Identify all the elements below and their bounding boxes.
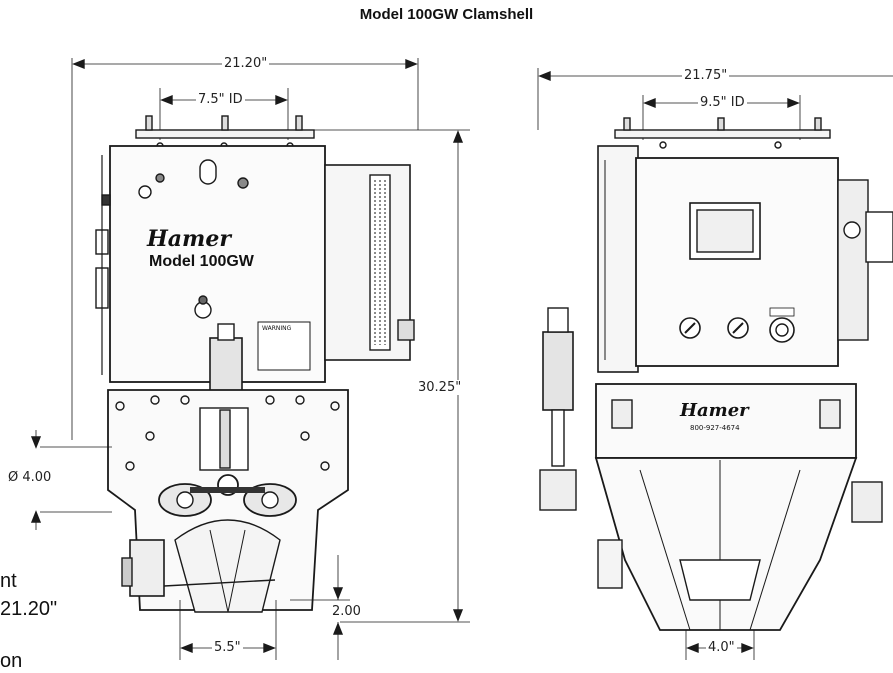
warning-label: WARNING xyxy=(262,325,292,332)
side-text-line-2: 21.20" xyxy=(0,598,58,620)
left-view xyxy=(30,58,470,660)
side-text-line-1: nt xyxy=(0,570,17,592)
left-spout-width-dimension: 5.5" xyxy=(212,640,243,655)
right-overall-width-dimension: 21.75" xyxy=(682,68,730,83)
left-logo: Hamer Model 100GW xyxy=(143,226,273,276)
left-outlet-diameter-dimension: Ø 4.00 xyxy=(6,470,54,485)
right-hamer-logo-text: Hamer xyxy=(680,400,749,421)
left-bottom-clearance-dimension: 2.00 xyxy=(330,604,363,619)
right-inlet-id-dimension: 9.5" ID xyxy=(698,95,747,110)
page-title: Model 100GW Clamshell xyxy=(359,6,534,23)
right-phone-label: 800-927-4674 xyxy=(690,424,740,432)
right-view xyxy=(537,68,893,660)
side-text-line-3: on xyxy=(0,650,23,672)
left-inlet-id-dimension: 7.5" ID xyxy=(196,92,245,107)
model-label: Model 100GW xyxy=(149,253,254,270)
left-height-dimension: 30.25" xyxy=(416,380,464,395)
hamer-logo-text: Hamer xyxy=(147,226,231,252)
left-overall-width-dimension: 21.20" xyxy=(222,56,270,71)
right-spout-width-dimension: 4.0" xyxy=(706,640,737,655)
